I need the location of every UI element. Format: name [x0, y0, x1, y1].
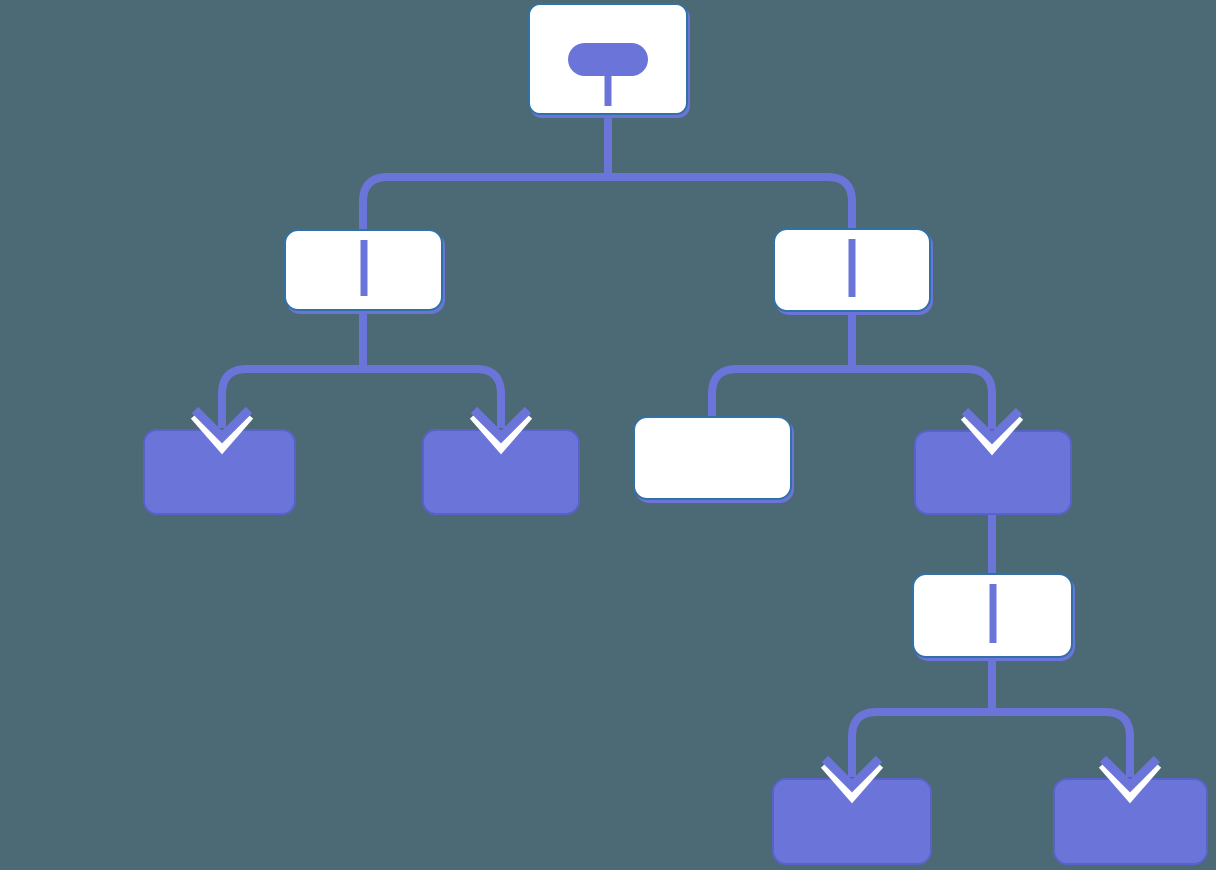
node-root: [528, 3, 688, 115]
node-leaf-left-2: [422, 429, 580, 515]
node-branch-left: [284, 229, 443, 311]
edge-root-branch: [359, 173, 856, 232]
divider-line-icon: [360, 240, 367, 296]
node-child-right-plain: [633, 416, 792, 500]
pill-stem-icon: [604, 71, 612, 106]
edge-lower-branch: [848, 708, 1134, 777]
node-child-right-filled: [914, 430, 1072, 515]
pill-icon: [568, 43, 648, 76]
node-leaf-bottom-1: [772, 778, 932, 865]
edge-left-branch: [218, 365, 505, 428]
divider-line-icon: [989, 584, 996, 643]
node-branch-right: [773, 228, 931, 312]
node-leaf-left-1: [143, 429, 296, 515]
divider-line-icon: [848, 239, 856, 297]
node-leaf-bottom-2: [1053, 778, 1208, 865]
node-branch-lower: [912, 573, 1073, 658]
